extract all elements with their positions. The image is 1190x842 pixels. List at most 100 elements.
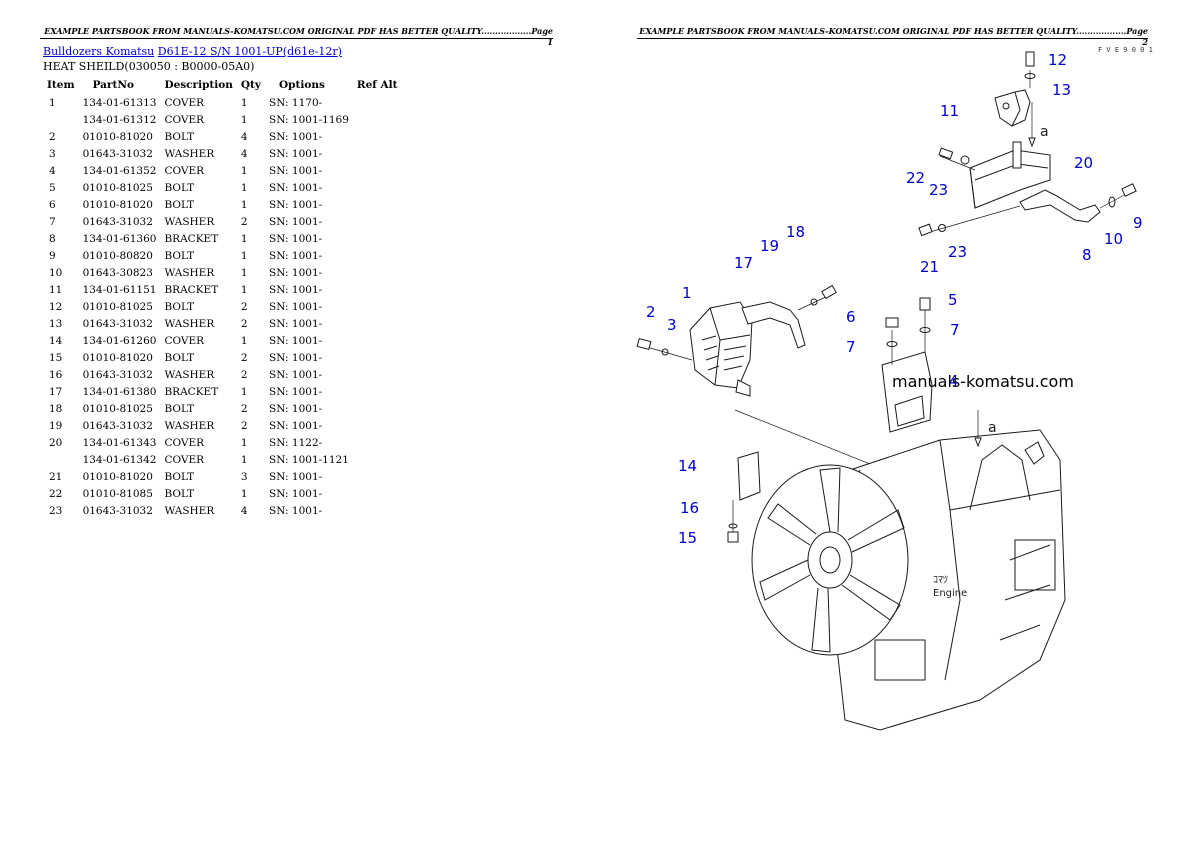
- cell-partno: 134-01-61360: [82, 232, 157, 245]
- cell-qty: 4: [240, 147, 248, 160]
- cell-description: COVER: [164, 96, 205, 109]
- cell-options: SN: 1001-: [269, 504, 323, 517]
- cell-refalt: [353, 332, 402, 349]
- cell-qty: 1: [240, 113, 248, 126]
- cell-item: 13: [49, 317, 63, 330]
- callouts: 1 2 3 4 5 6 7 7 8 9 10 11 12 13 14 15 16…: [646, 51, 1143, 547]
- breadcrumb-category-link[interactable]: Bulldozers Komatsu: [43, 45, 155, 58]
- col-qty: Qty: [240, 79, 262, 91]
- connector-label-lower: a: [988, 420, 997, 436]
- cell-description: BOLT: [164, 402, 195, 415]
- callout-11: 11: [940, 102, 959, 120]
- cell-item: 21: [49, 470, 63, 483]
- cell-options: SN: 1001-: [269, 419, 323, 432]
- cell-description: COVER: [164, 164, 205, 177]
- cell-item: 17: [49, 385, 63, 398]
- cell-qty: 1: [240, 232, 248, 245]
- cell-qty: 4: [240, 130, 248, 143]
- watermark: manuals-komatsu.com: [892, 372, 1074, 391]
- cell-description: BOLT: [164, 198, 195, 211]
- callout-22: 22: [906, 169, 925, 187]
- cell-item: 1: [49, 96, 56, 109]
- cell-options: SN: 1001-: [269, 181, 323, 194]
- cell-refalt: [353, 179, 402, 196]
- cell-item: 18: [49, 402, 63, 415]
- callout-13: 13: [1052, 81, 1071, 99]
- fan-drawing: [751, 464, 909, 656]
- cell-partno: 134-01-61342: [82, 453, 157, 466]
- cell-item: 9: [49, 249, 56, 262]
- cell-qty: 2: [240, 317, 248, 330]
- cell-qty: 2: [240, 215, 248, 228]
- cell-item: 22: [49, 487, 63, 500]
- cell-options: SN: 1001-: [269, 402, 323, 415]
- callout-14: 14: [678, 457, 697, 475]
- cell-partno: 134-01-61313: [82, 96, 157, 109]
- cell-options: SN: 1001-: [269, 317, 323, 330]
- cell-qty: 1: [240, 487, 248, 500]
- cell-qty: 2: [240, 368, 248, 381]
- figure-code: F V E 9 0 0 1: [1098, 46, 1153, 54]
- callout-5: 5: [948, 291, 958, 309]
- callout-9: 9: [1133, 214, 1143, 232]
- callout-16: 16: [680, 499, 699, 517]
- cell-item: 10: [49, 266, 63, 279]
- cell-options: SN: 1001-: [269, 164, 323, 177]
- cell-partno: 01010-81025: [82, 181, 153, 194]
- breadcrumb-model-link[interactable]: D61E-12 S/N 1001-UP(d61e-12r): [157, 45, 342, 58]
- cell-refalt: [353, 366, 402, 383]
- cell-partno: 01643-30823: [82, 266, 153, 279]
- cell-item: 19: [49, 419, 63, 432]
- cell-item: 8: [49, 232, 56, 245]
- cell-description: WASHER: [164, 504, 215, 517]
- cell-options: SN: 1001-: [269, 368, 323, 381]
- cell-options: SN: 1001-: [269, 385, 323, 398]
- cell-refalt: [353, 298, 402, 315]
- cell-qty: 1: [240, 249, 248, 262]
- cell-description: BOLT: [164, 351, 195, 364]
- cell-partno: 134-01-61380: [82, 385, 157, 398]
- cell-options: SN: 1001-: [269, 130, 323, 143]
- col-description: Description: [164, 79, 233, 91]
- cell-partno: 01643-31032: [82, 419, 153, 432]
- cell-item: 2: [49, 130, 56, 143]
- cell-options: SN: 1001-: [269, 249, 323, 262]
- cell-qty: 4: [240, 504, 248, 517]
- cell-refalt: [353, 145, 402, 162]
- callout-3: 3: [667, 316, 677, 334]
- cell-item: [43, 111, 79, 128]
- cell-refalt: [353, 128, 402, 145]
- cell-refalt: [353, 264, 402, 281]
- cell-item: 12: [49, 300, 63, 313]
- cell-options: SN: 1001-: [269, 334, 323, 347]
- cell-item: 16: [49, 368, 63, 381]
- callout-10: 10: [1104, 230, 1123, 248]
- cell-description: WASHER: [164, 266, 215, 279]
- cell-partno: 01643-31032: [82, 215, 153, 228]
- cell-item: 11: [49, 283, 63, 296]
- cell-refalt: [353, 451, 402, 468]
- cell-description: BOLT: [164, 130, 195, 143]
- cell-qty: 2: [240, 300, 248, 313]
- cell-qty: 1: [240, 181, 248, 194]
- cell-description: BRACKET: [164, 283, 219, 296]
- cell-qty: 2: [240, 419, 248, 432]
- cell-description: COVER: [164, 113, 205, 126]
- exploded-parts-diagram: F V E 9 0 0 1: [636, 46, 1153, 731]
- cell-partno: 01643-31032: [82, 368, 153, 381]
- col-item: Item: [47, 79, 75, 91]
- cell-qty: 1: [240, 385, 248, 398]
- cell-item: 6: [49, 198, 56, 211]
- cell-item: 3: [49, 147, 56, 160]
- cell-options: SN: 1001-: [269, 198, 323, 211]
- cell-partno: 134-01-61343: [82, 436, 157, 449]
- cell-item: 14: [49, 334, 63, 347]
